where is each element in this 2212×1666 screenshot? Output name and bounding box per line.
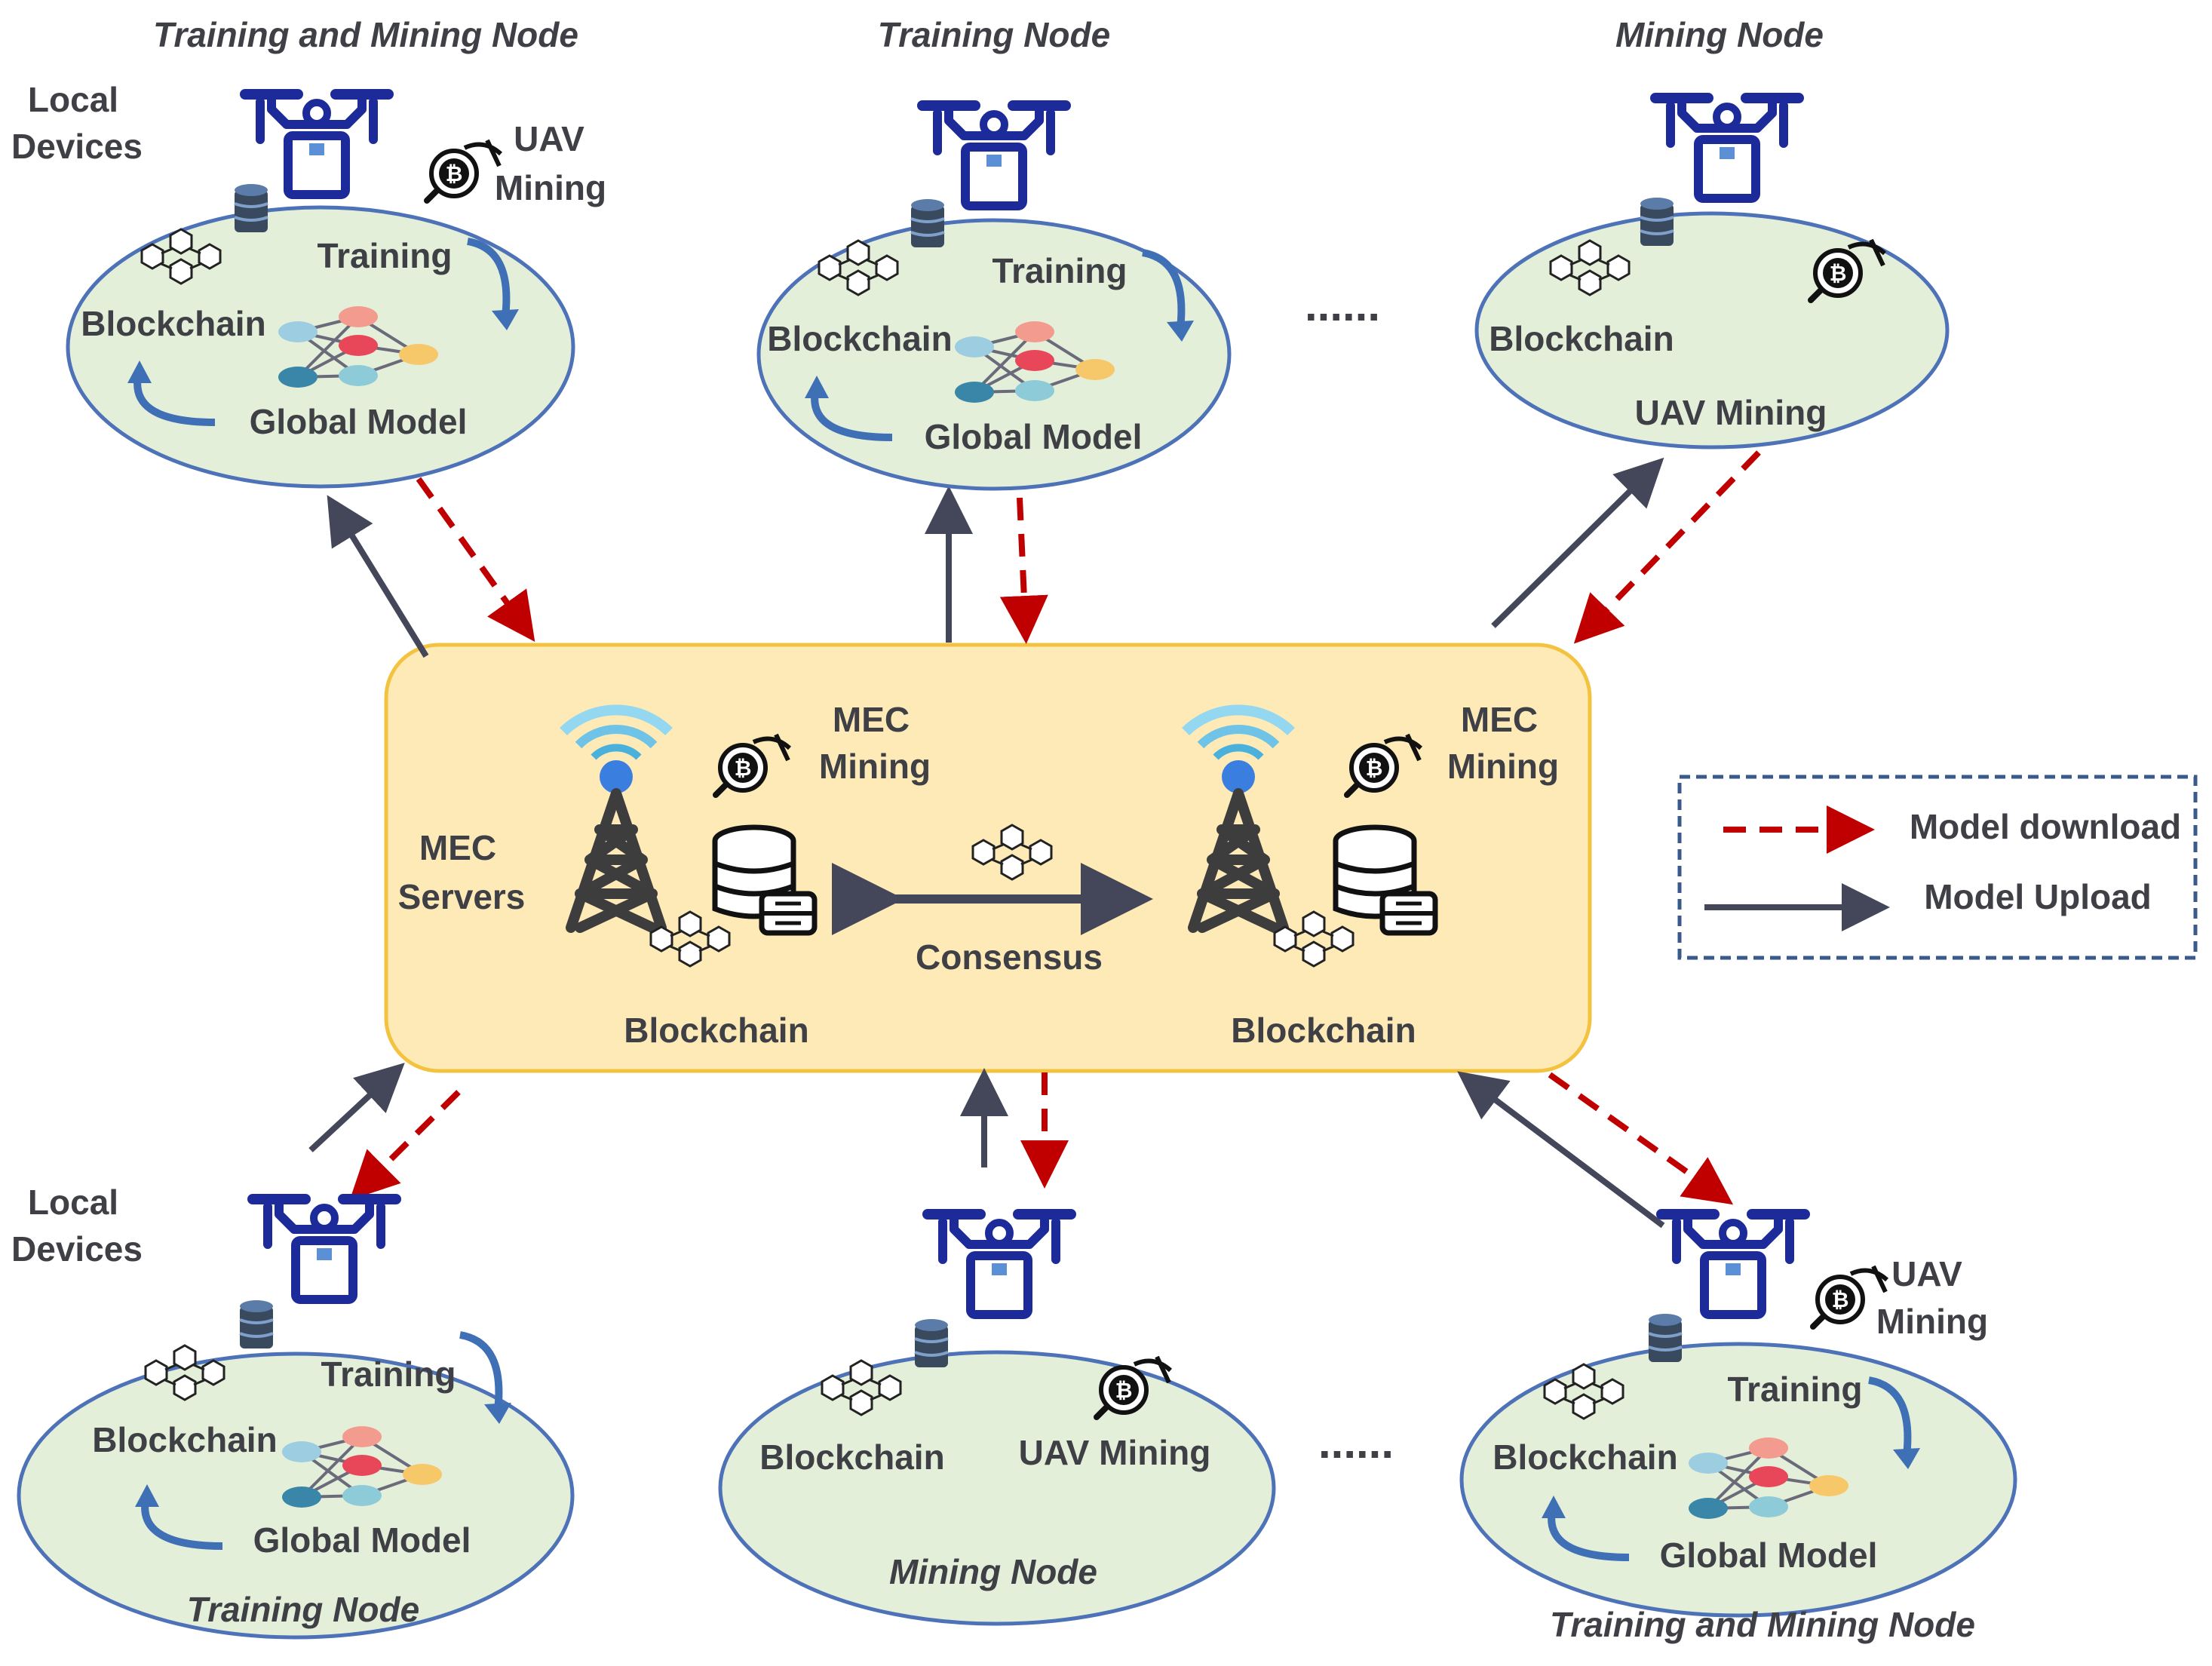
node-ellipse [756,218,1232,491]
node-title: Training Node [878,15,1110,54]
download-arrow-bottom-left [349,1090,461,1201]
node-ellipse [718,1350,1276,1626]
uav-mining-label: Mining [1876,1302,1988,1341]
database-icon [1639,196,1675,247]
legend-box [1677,775,2198,960]
mec-servers-label: Servers [398,877,526,916]
bitcoin-mining-icon [427,140,501,201]
download-arrow-top-left [416,477,535,643]
mec-mining-label: MEC [833,700,910,739]
uav-mining-label: UAV Mining [1019,1433,1211,1472]
download-arrow-bottom-right [1548,1072,1734,1205]
drone-icon [922,106,1066,206]
global-model-label: Global Model [250,402,468,441]
local-devices-label: Local [28,1183,118,1222]
node-title: Training and Mining Node [1550,1605,1975,1644]
upload-arrow-top-right [1491,457,1664,628]
node-title: Training and Mining Node [153,15,578,54]
mec-mining-label: Mining [819,747,931,786]
consensus-label: Consensus [916,937,1103,977]
node-title: Mining Node [1615,15,1824,54]
blockchain-label: Blockchain [1489,319,1674,358]
node-bottom-training: Local Devices Training Blockchain Global… [11,1183,575,1640]
ellipsis-top: ...... [1305,280,1380,330]
legend-download-label: Model download [1910,807,2181,846]
node-bottom-mining: Blockchain UAV Mining Mining Node [718,1214,1276,1626]
blockchain-label: Blockchain [624,1011,808,1050]
uav-mining-label: UAV Mining [1635,393,1827,432]
database-icon [233,183,269,234]
legend-upload-label: Model Upload [1924,877,2152,916]
training-label: Training [1728,1370,1863,1409]
blockchain-label: Blockchain [759,1437,944,1477]
node-top-mining: Mining Node Blockchain UAV Mining [1474,15,1950,449]
blockchain-label: Blockchain [767,319,952,358]
node-title: Mining Node [889,1552,1097,1591]
uav-mining-label: Mining [495,168,606,207]
training-label: Training [321,1355,456,1394]
mec-mining-label: Mining [1447,747,1559,786]
global-model-label: Global Model [253,1520,471,1560]
upload-arrow-bottom-left [308,1063,405,1152]
database-icon [913,1318,950,1369]
download-arrow-top-center [999,497,1048,644]
node-title: Training Node [187,1590,419,1629]
local-devices-label: Local [28,80,118,119]
drone-icon [253,1199,396,1299]
global-model-label: Global Model [925,417,1143,456]
database-icon [1647,1312,1683,1364]
upload-arrow-top-left [327,495,429,658]
node-top-training: Training Node Training Blockchain Global… [756,15,1232,491]
drone-icon [928,1214,1071,1315]
uav-mining-label: UAV [514,119,584,158]
legend: Model download Model Upload [1677,775,2198,960]
mec-mining-label: MEC [1461,700,1538,739]
database-icon [910,198,946,249]
local-devices-label: Devices [11,1229,143,1269]
mec-servers-label: MEC [419,828,496,867]
blockchain-label: Blockchain [81,304,265,343]
database-icon [238,1299,275,1350]
node-bottom-training-and-mining: UAV Mining Training Blockchain Global Mo… [1459,1214,2017,1644]
uav-mining-label: UAV [1891,1254,1962,1293]
ellipsis-bottom: ...... [1318,1417,1394,1468]
drone-icon [245,94,388,195]
drone-icon [1661,1214,1805,1315]
training-label: Training [318,236,453,275]
blockchain-label: Blockchain [1493,1437,1677,1477]
blockchain-label: Blockchain [92,1420,277,1459]
global-model-label: Global Model [1660,1536,1878,1575]
blockchain-label: Blockchain [1231,1011,1416,1050]
download-arrow-top-right [1573,450,1761,644]
training-label: Training [992,251,1127,290]
local-devices-label: Devices [11,127,143,166]
upload-arrow-bottom-right [1457,1071,1665,1229]
node-top-training-and-mining: Training and Mining Node Local Devices U… [11,15,606,489]
drone-icon [1655,98,1799,198]
mec-contents: MEC Servers MEC Mining MEC Mining Blockc… [398,700,1560,1050]
